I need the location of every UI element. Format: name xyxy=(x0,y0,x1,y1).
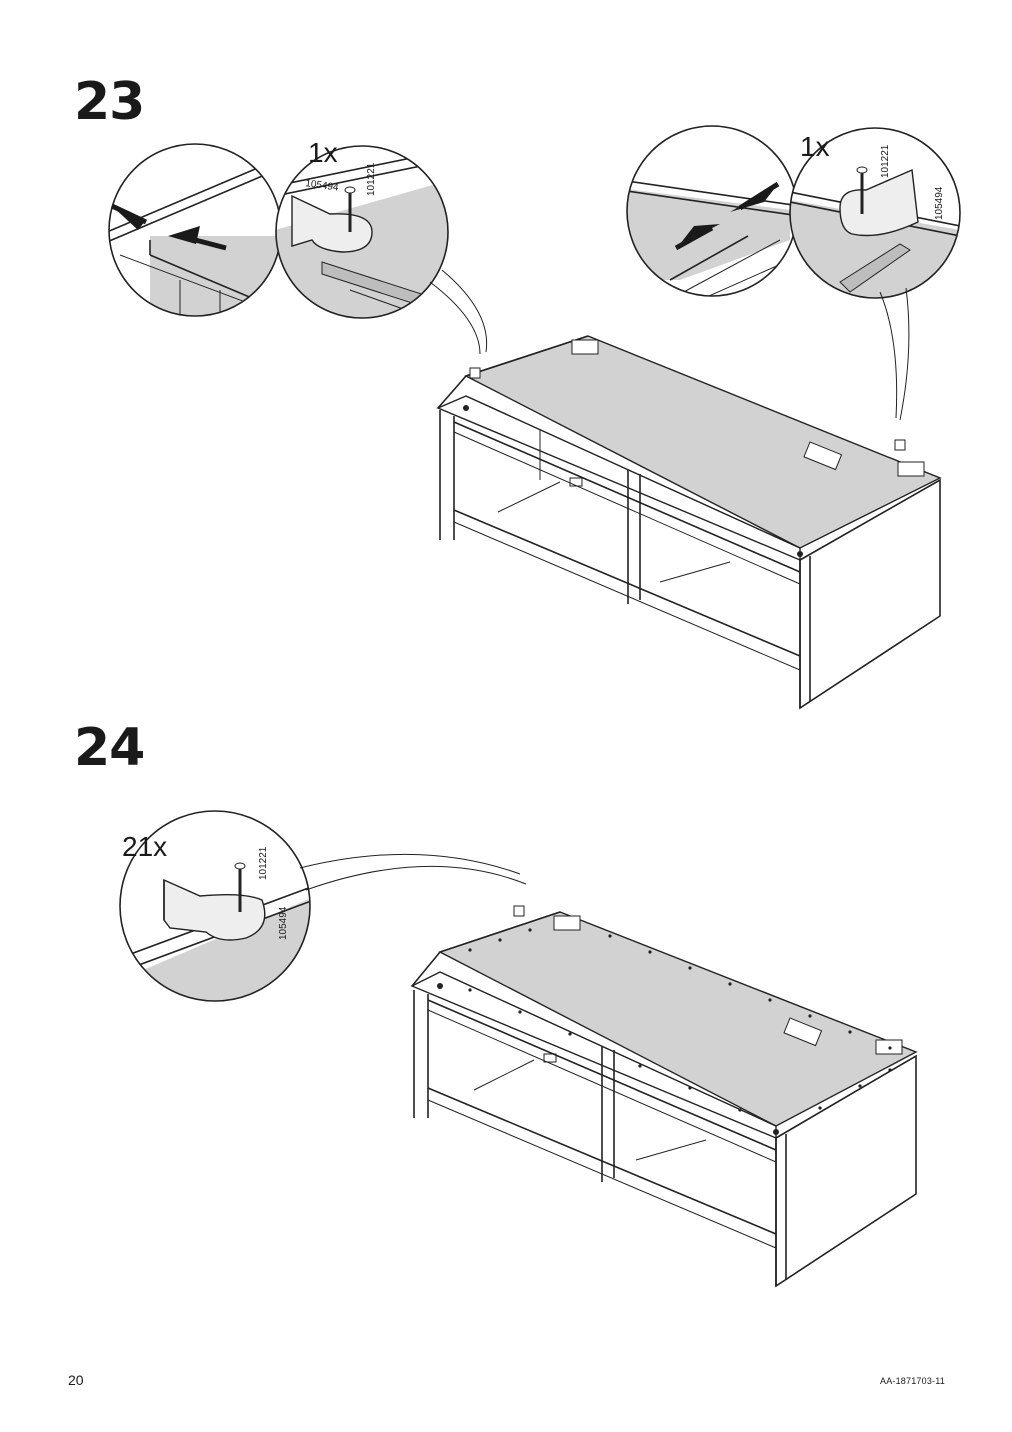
step-23-detail-far-right: 1x 101221 105494 xyxy=(789,127,961,421)
step-23-cabinet xyxy=(436,335,942,710)
step-23-right-part-101221: 101221 xyxy=(880,144,891,178)
step-24-quantity: 21x xyxy=(122,831,167,862)
step-number-24: 24 xyxy=(74,718,145,778)
step-23-detail-center: 1x 105494 101221 xyxy=(275,137,488,355)
step-23-detail-left xyxy=(108,143,282,317)
document-code: AA-1871703-11 xyxy=(880,1376,945,1386)
step-24-detail: 21x 101221 105494 xyxy=(119,810,527,1002)
step-24-cabinet xyxy=(410,905,918,1288)
step-23-left-part-101221: 101221 xyxy=(366,162,377,196)
page-number: 20 xyxy=(68,1372,84,1388)
step-23-detail-right xyxy=(626,125,798,297)
step-23-left-quantity: 1x xyxy=(308,137,338,168)
step-23-left-part-105494: 105494 xyxy=(305,178,340,194)
step-23-right-quantity: 1x xyxy=(800,131,830,162)
step-number-23: 23 xyxy=(74,72,145,132)
step-24-part-101221: 101221 xyxy=(258,846,269,880)
step-23-right-part-105494: 105494 xyxy=(934,186,945,220)
step-24-part-105494: 105494 xyxy=(278,906,289,940)
